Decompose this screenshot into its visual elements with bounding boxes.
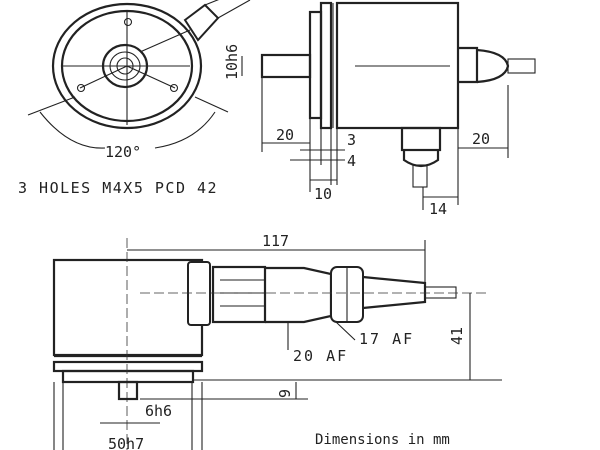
shaft-diameter-dim: 10h6 (223, 44, 241, 80)
shaft-length-dim: 20 (276, 126, 294, 144)
body-af-label: 20 AF (293, 347, 348, 365)
flange-10-dim: 10 (314, 185, 332, 203)
flange-3-dim: 3 (347, 131, 356, 149)
nut-af-label: 17 AF (359, 330, 414, 348)
shaft-length-dim-bottom: 9 (276, 389, 294, 398)
overall-length-dim: 117 (262, 232, 289, 250)
angle-label: 120° (105, 143, 141, 161)
spigot-diameter-label: 50h7 (108, 435, 144, 450)
connector-offset-dim: 14 (429, 200, 447, 218)
bottom-view: 117 41 9 17 AF 20 AF 6h6 50h7 Dimensions… (52, 232, 502, 450)
shaft-diameter-label: 6h6 (145, 402, 172, 420)
side-view: 20 3 4 10 14 20 10h6 (223, 1, 536, 218)
units-note: Dimensions in mm (315, 432, 450, 448)
front-view: 120° 3 HOLES M4X5 PCD 42 (18, 0, 251, 197)
holes-note: 3 HOLES M4X5 PCD 42 (18, 179, 218, 197)
gland-length-dim: 20 (472, 130, 490, 148)
height-dim: 41 (448, 327, 466, 345)
flange-4-dim: 4 (347, 152, 356, 170)
